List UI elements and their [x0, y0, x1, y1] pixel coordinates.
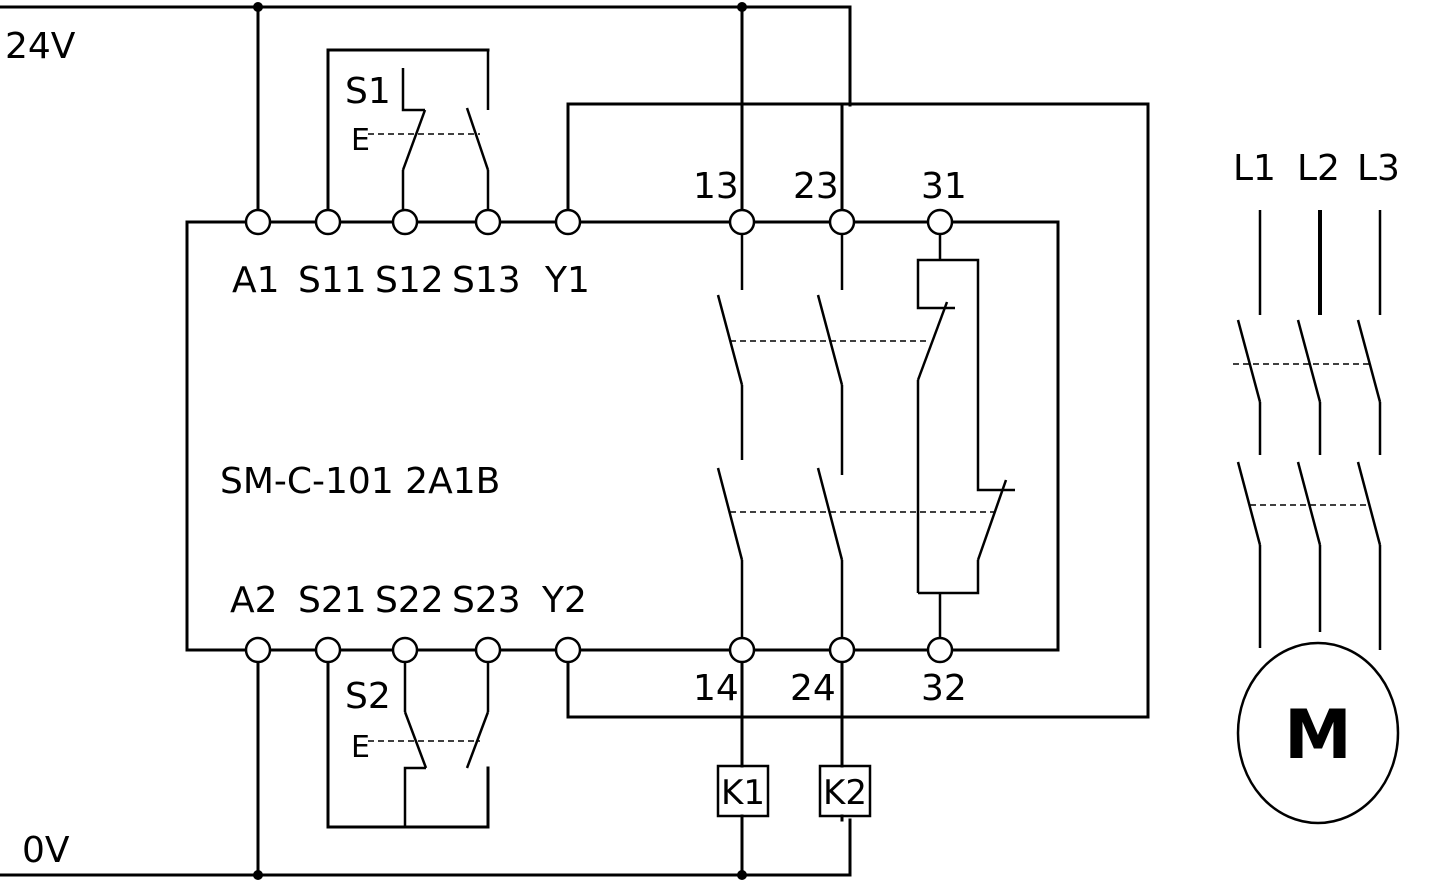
terminal-label-s11: S11 — [298, 260, 367, 301]
terminal-label-23: 23 — [793, 166, 839, 207]
emergency-stop-s2: S2 E — [345, 663, 490, 827]
relay-contacts — [716, 234, 1015, 637]
motor-circuit: L1 L2 L3 M — [1233, 148, 1400, 825]
coil-k2 — [818, 764, 872, 818]
terminal-s11 — [314, 208, 342, 236]
terminal-label-y2: Y2 — [541, 580, 587, 621]
terminal-label-14: 14 — [693, 668, 739, 709]
terminal-s23 — [474, 636, 502, 664]
terminal-y2 — [554, 636, 582, 664]
switch-label-s1: S1 — [345, 71, 391, 112]
rail-label-0v: 0V — [22, 830, 70, 871]
coil-k1 — [716, 764, 770, 818]
module-model-label: SM-C-101 2A1B — [220, 461, 500, 502]
terminal-s12 — [391, 208, 419, 236]
motor-symbol — [1236, 641, 1400, 825]
terminal-label-s12: S12 — [375, 260, 444, 301]
rail-label-24v: 24V — [5, 26, 76, 67]
emergency-stop-s1: S1 E — [345, 50, 490, 210]
terminal-label-24: 24 — [790, 668, 836, 709]
terminal-23 — [828, 208, 856, 236]
motor-label: M — [1284, 696, 1352, 775]
power-rails: 24V 0V — [0, 2, 852, 880]
terminal-32 — [926, 636, 954, 664]
terminal-label-a1: A1 — [232, 260, 280, 301]
terminal-label-s13: S13 — [452, 260, 521, 301]
terminal-label-32: 32 — [921, 668, 967, 709]
terminal-label-s22: S22 — [375, 580, 444, 621]
terminal-label-a2: A2 — [230, 580, 278, 621]
terminal-s21 — [314, 636, 342, 664]
external-wiring — [256, 5, 1150, 877]
terminal-label-y1: Y1 — [544, 260, 590, 301]
module-outline — [185, 220, 1060, 652]
terminal-24 — [828, 636, 856, 664]
terminal-label-31: 31 — [921, 166, 967, 207]
coil-label-k2: K2 — [823, 773, 867, 813]
terminal-a1 — [244, 208, 272, 236]
terminal-a2 — [244, 636, 272, 664]
phase-label-l1: L1 — [1233, 148, 1276, 189]
actuator-glyph: E — [351, 123, 370, 158]
contactor-coils: K1 K2 — [716, 764, 872, 818]
terminal-s13 — [474, 208, 502, 236]
terminal-label-13: 13 — [693, 166, 739, 207]
terminals — [244, 208, 954, 664]
terminal-label-s21: S21 — [298, 580, 367, 621]
terminal-31 — [926, 208, 954, 236]
terminal-14 — [728, 636, 756, 664]
coil-label-k1: K1 — [721, 773, 765, 813]
actuator-glyph: E — [351, 730, 370, 765]
phase-label-l2: L2 — [1297, 148, 1340, 189]
terminal-13 — [728, 208, 756, 236]
terminal-y1 — [554, 208, 582, 236]
safety-module: SM-C-101 2A1B A1 S11 S12 S13 Y1 A2 S21 S… — [185, 166, 1060, 709]
phase-label-l3: L3 — [1357, 148, 1400, 189]
switch-label-s2: S2 — [345, 676, 391, 717]
terminal-label-s23: S23 — [452, 580, 521, 621]
terminal-s22 — [391, 636, 419, 664]
feedback-loop-wire — [566, 102, 1150, 719]
